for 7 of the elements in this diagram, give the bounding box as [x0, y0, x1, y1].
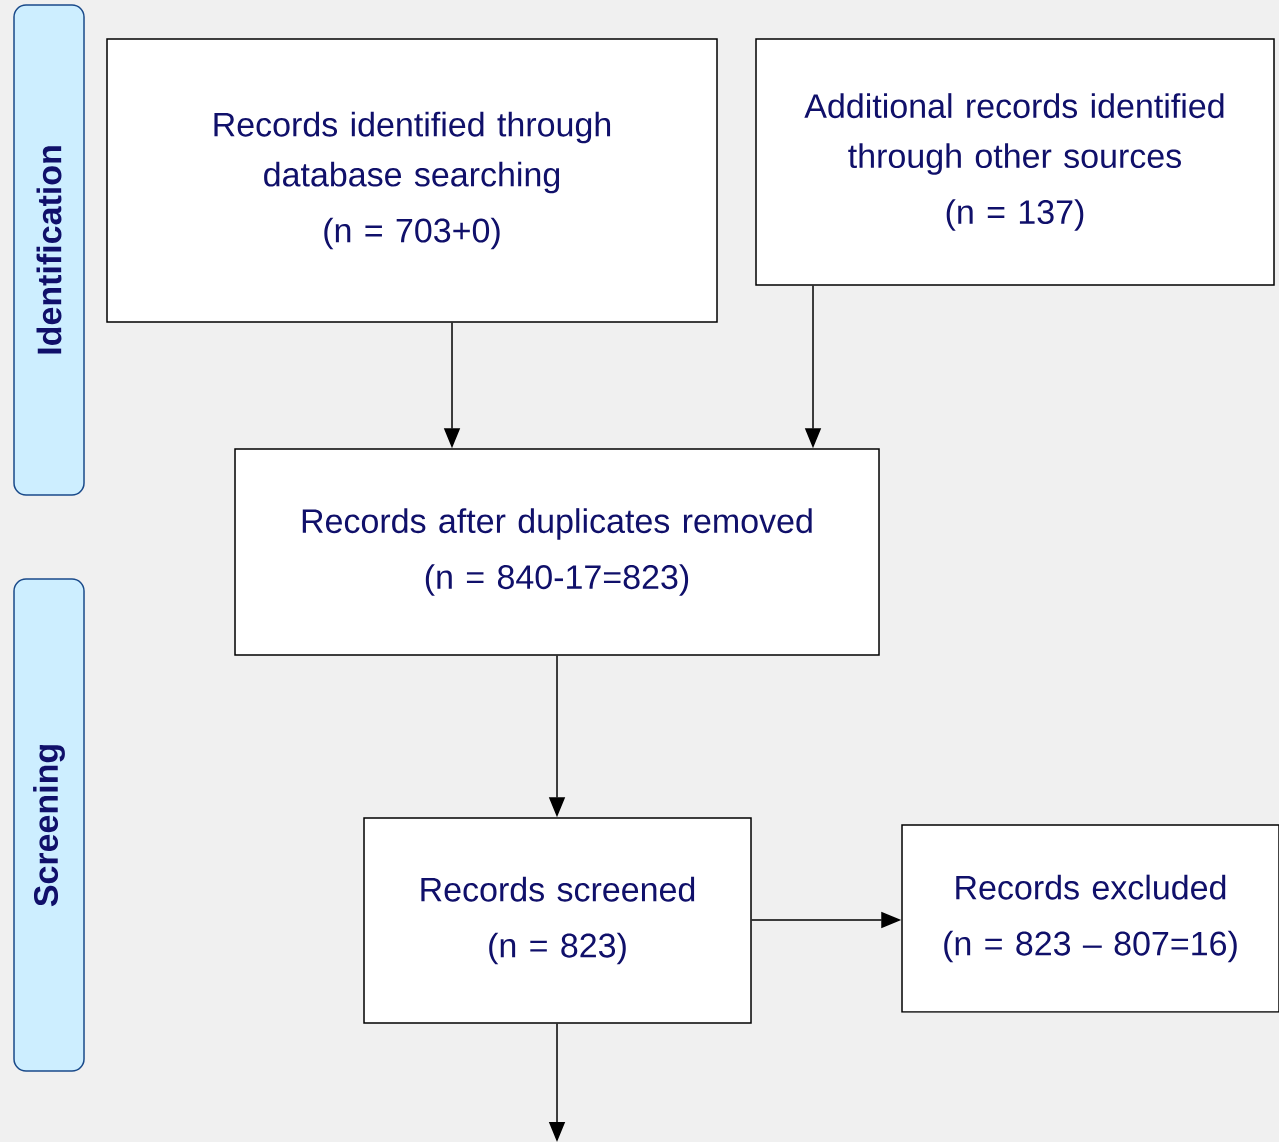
process-box: Records identified through database searching (n = 703+0)	[106, 38, 718, 323]
process-box: Records screened (n = 823)	[363, 817, 752, 1024]
process-box: Records after duplicates removed (n = 840-17=823)	[234, 448, 880, 656]
process-box: Additional records identified through other sources (n = 137)	[755, 38, 1275, 286]
process-box: Records excluded (n = 823 – 807=16)	[901, 824, 1279, 1013]
phase-label: Identification	[13, 4, 85, 496]
phase-label: Screening	[13, 578, 85, 1072]
